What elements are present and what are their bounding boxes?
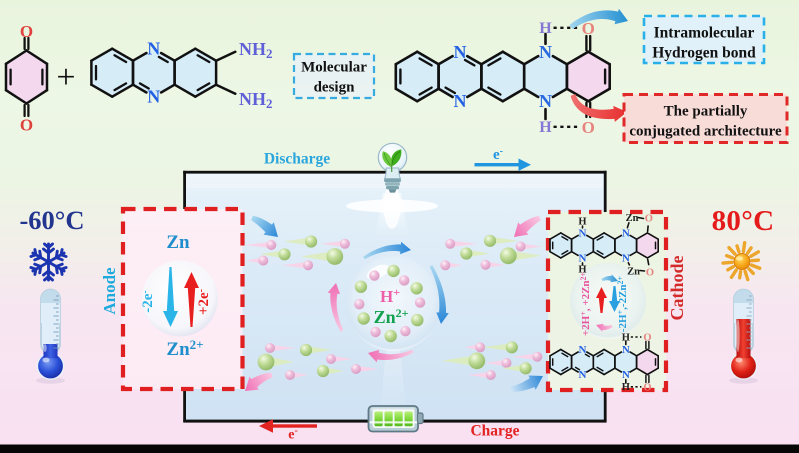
svg-text:Anode: Anode xyxy=(100,267,119,315)
svg-text:The partially: The partially xyxy=(664,104,748,120)
svg-text:H: H xyxy=(578,217,586,228)
svg-text:Charge: Charge xyxy=(470,423,519,440)
svg-text:+2e-: +2e- xyxy=(196,289,212,315)
svg-text:N: N xyxy=(147,87,160,107)
svg-text:e-: e- xyxy=(493,146,503,163)
svg-text:H: H xyxy=(622,333,630,344)
svg-text:+: + xyxy=(56,59,75,96)
svg-text:N: N xyxy=(539,91,552,111)
svg-text:H: H xyxy=(539,20,552,37)
svg-text:+2H+, +2Zn2+: +2H+, +2Zn2+ xyxy=(579,271,592,336)
svg-text:Cathode: Cathode xyxy=(667,255,687,320)
svg-text:Discharge: Discharge xyxy=(264,151,330,168)
svg-text:N: N xyxy=(579,252,587,264)
svg-text:Intramolecular: Intramolecular xyxy=(654,25,755,42)
svg-text:80°C: 80°C xyxy=(712,205,775,237)
svg-text:N: N xyxy=(579,344,587,356)
svg-text:H: H xyxy=(539,119,552,136)
svg-text:N: N xyxy=(579,227,587,239)
svg-text:NH2: NH2 xyxy=(239,39,273,61)
svg-text:-60°C: -60°C xyxy=(19,205,84,235)
svg-text:O: O xyxy=(643,333,651,344)
svg-text:N: N xyxy=(622,252,630,264)
svg-text:conjugated architecture: conjugated architecture xyxy=(629,124,782,140)
svg-text:N: N xyxy=(579,369,587,381)
svg-text:Zn: Zn xyxy=(166,232,190,253)
svg-text:Zn: Zn xyxy=(627,267,640,278)
svg-text:NH2: NH2 xyxy=(239,89,273,111)
svg-text:e-: e- xyxy=(288,426,298,443)
svg-text:N: N xyxy=(622,344,630,356)
svg-text:O: O xyxy=(645,214,653,225)
svg-text:-2H+,-2Zn2+: -2H+,-2Zn2+ xyxy=(616,275,629,332)
svg-text:N: N xyxy=(147,39,160,59)
svg-text:Zn: Zn xyxy=(626,213,639,224)
svg-text:O: O xyxy=(582,118,595,137)
svg-text:N: N xyxy=(454,91,467,111)
svg-text:design: design xyxy=(314,80,356,96)
svg-text:H: H xyxy=(622,382,630,393)
svg-text:N: N xyxy=(454,42,467,62)
svg-text:N: N xyxy=(622,369,630,381)
svg-text:O: O xyxy=(20,22,33,41)
svg-text:Molecular: Molecular xyxy=(301,60,367,76)
svg-text:O: O xyxy=(582,19,595,38)
svg-text:Hydrogen bond: Hydrogen bond xyxy=(652,45,756,62)
svg-text:O: O xyxy=(20,116,33,135)
svg-text:N: N xyxy=(539,42,552,62)
svg-text:O: O xyxy=(643,383,651,394)
svg-text:O: O xyxy=(646,268,654,279)
svg-text:H: H xyxy=(578,265,586,276)
svg-text:N: N xyxy=(622,227,630,239)
svg-text:-2e-: -2e- xyxy=(140,290,156,313)
